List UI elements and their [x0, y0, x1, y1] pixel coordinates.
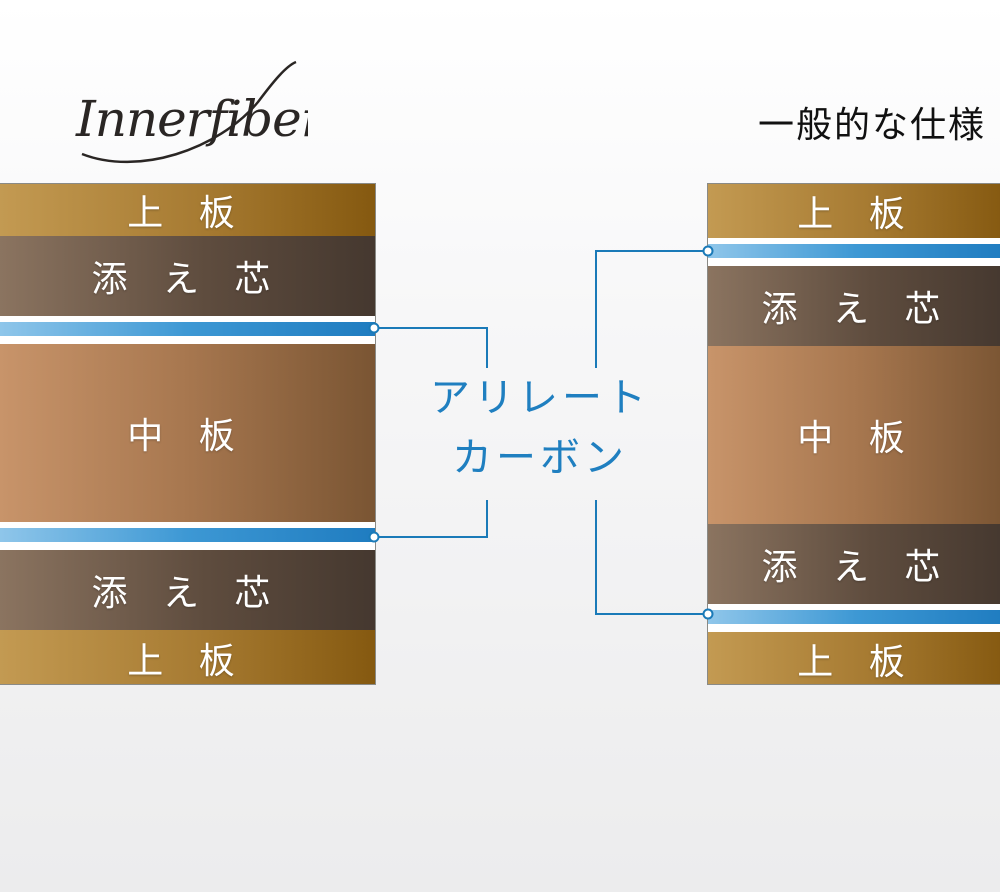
general-layer-stack: 上 板 添 え 芯 中 板 添 え 芯 上 板 — [707, 183, 1000, 685]
left-layer-bottom-board-label: 上 板 — [127, 641, 247, 682]
right-layer-core-sub-lower: 添 え 芯 — [708, 524, 1000, 604]
left-layer-carbon-lower — [0, 522, 375, 550]
connector-dot-left-upper — [368, 322, 380, 334]
right-layer-core-sub-upper-label: 添 え 芯 — [761, 289, 953, 330]
innerfiber-logo: Innerfiber — [75, 60, 308, 164]
left-layer-mid-board: 中 板 — [0, 344, 375, 522]
carbon-callout: アリレート カーボン — [410, 368, 670, 488]
callout-line-2: カーボン — [452, 435, 628, 481]
connector-dot-right-upper — [702, 245, 714, 257]
right-layer-carbon-upper — [708, 238, 1000, 266]
logo-swoosh — [81, 60, 297, 164]
left-layer-top-board: 上 板 — [0, 184, 375, 236]
right-layer-carbon-lower — [708, 604, 1000, 632]
right-layer-bottom-board-label: 上 板 — [797, 642, 917, 683]
right-layer-bottom-board: 上 板 — [708, 632, 1000, 684]
left-layer-carbon-upper — [0, 316, 375, 344]
left-layer-mid-board-label: 中 板 — [127, 416, 247, 457]
right-layer-top-board-label: 上 板 — [797, 194, 917, 235]
spec-title: 一般的な仕様 — [757, 105, 986, 146]
right-layer-mid-board-label: 中 板 — [797, 418, 917, 459]
innerfiber-layer-stack: 上 板 添 え 芯 中 板 添 え 芯 上 板 — [0, 183, 376, 685]
connector-left-upper — [374, 327, 488, 368]
left-layer-core-sub-lower: 添 え 芯 — [0, 550, 375, 630]
right-layer-top-board: 上 板 — [708, 184, 1000, 238]
connector-right-upper — [595, 250, 708, 368]
left-layer-core-sub-upper: 添 え 芯 — [0, 236, 375, 316]
connector-dot-right-lower — [702, 608, 714, 620]
left-layer-bottom-board: 上 板 — [0, 630, 375, 684]
left-layer-top-board-label: 上 板 — [127, 193, 247, 234]
right-layer-core-sub-lower-label: 添 え 芯 — [761, 547, 953, 588]
connector-dot-left-lower — [368, 531, 380, 543]
logo-text: Innerfiber — [75, 90, 308, 148]
left-layer-core-sub-upper-label: 添 え 芯 — [91, 259, 283, 300]
connector-right-lower — [595, 500, 708, 615]
callout-line-1: アリレート — [430, 375, 650, 421]
right-layer-mid-board: 中 板 — [708, 346, 1000, 524]
connector-left-lower — [374, 500, 488, 538]
left-layer-core-sub-lower-label: 添 え 芯 — [91, 573, 283, 614]
right-layer-core-sub-upper: 添 え 芯 — [708, 266, 1000, 346]
